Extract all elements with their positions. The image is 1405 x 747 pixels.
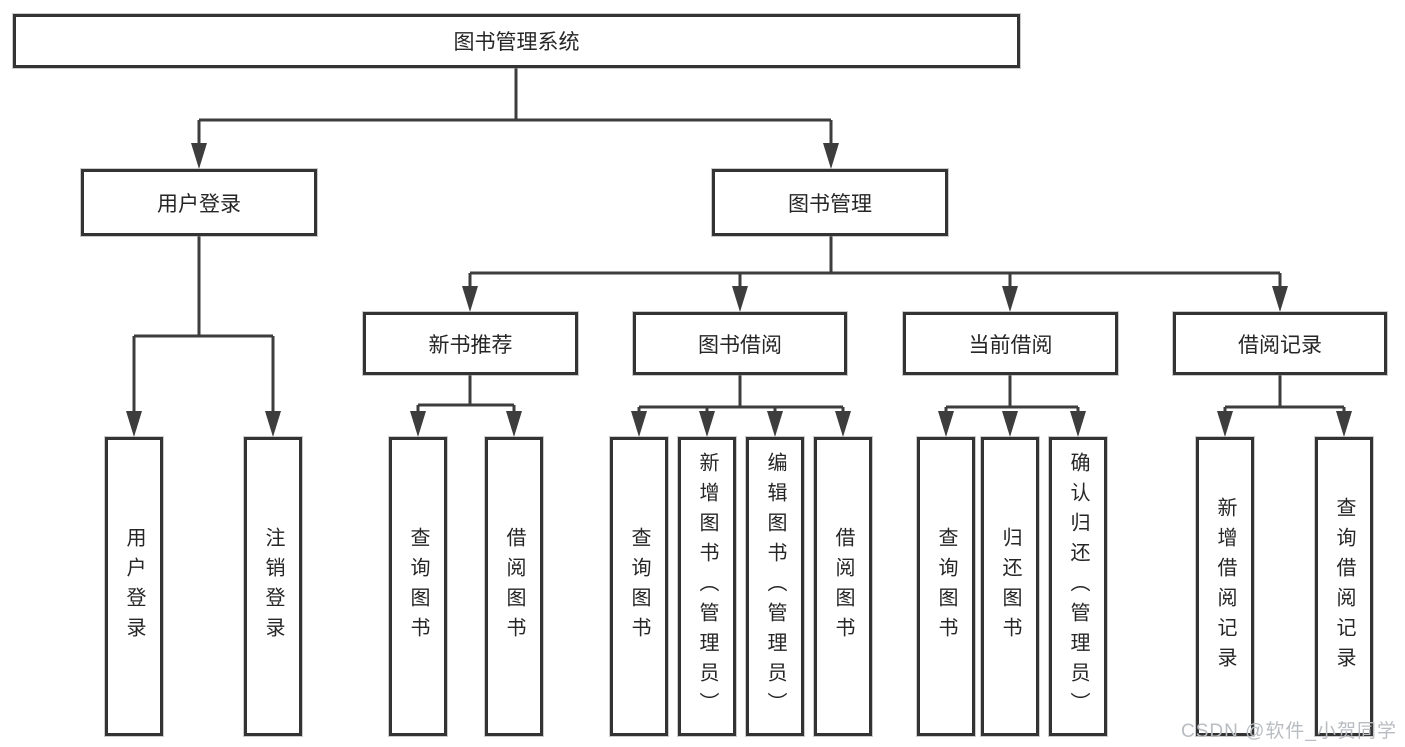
node-label: 借阅图书 [832, 526, 854, 647]
node-user-login: 用户登录 [81, 169, 317, 236]
node-root-library-system: 图书管理系统 [13, 14, 1020, 68]
csdn-watermark: CSDN @软件_小贺同学 [1181, 721, 1397, 742]
node-label: 图书管理系统 [453, 31, 580, 54]
node-book-management: 图书管理 [712, 169, 948, 236]
node-label: 注销登录 [262, 526, 284, 647]
node-label: 借阅记录 [1238, 333, 1322, 357]
node-label: 新增图书（管理员） [696, 451, 718, 722]
node-label: 编辑图书（管理员） [764, 451, 786, 722]
node-label: 查询借阅记录 [1333, 496, 1355, 677]
node-label: 确认归还（管理员） [1067, 451, 1089, 722]
leaf-query-borrow-record: 查询借阅记录 [1315, 437, 1373, 736]
node-current-borrowing: 当前借阅 [903, 312, 1118, 375]
node-label: 当前借阅 [968, 333, 1053, 357]
leaf-logout: 注销登录 [244, 437, 302, 736]
leaf-add-borrow-record: 新增借阅记录 [1196, 437, 1254, 736]
leaf-query-books-borrowing: 查询图书 [610, 437, 668, 736]
node-label: 用户登录 [157, 192, 241, 216]
leaf-return-books: 归还图书 [981, 437, 1039, 736]
leaf-edit-books-admin: 编辑图书（管理员） [746, 437, 804, 736]
node-book-borrowing: 图书借阅 [633, 312, 847, 375]
node-borrowing-records: 借阅记录 [1173, 312, 1387, 375]
node-label: 归还图书 [999, 526, 1021, 647]
leaf-query-books-current: 查询图书 [917, 437, 975, 736]
node-new-book-recommend: 新书推荐 [363, 312, 578, 375]
node-label: 用户登录 [123, 526, 145, 647]
leaf-borrow-books: 借阅图书 [814, 437, 872, 736]
leaf-confirm-return-admin: 确认归还（管理员） [1049, 437, 1107, 736]
node-label: 借阅图书 [503, 526, 525, 647]
node-label: 查询图书 [628, 526, 650, 647]
node-label: 图书管理 [788, 192, 872, 216]
node-label: 查询图书 [935, 526, 957, 647]
leaf-add-books-admin: 新增图书（管理员） [678, 437, 736, 736]
node-label: 新增借阅记录 [1214, 496, 1236, 677]
leaf-borrow-books-recommend: 借阅图书 [485, 437, 543, 736]
leaf-user-login: 用户登录 [105, 437, 163, 736]
node-label: 新书推荐 [428, 333, 513, 357]
node-label: 图书借阅 [698, 333, 782, 357]
leaf-query-books-recommend: 查询图书 [389, 437, 447, 736]
node-label: 查询图书 [407, 526, 429, 647]
